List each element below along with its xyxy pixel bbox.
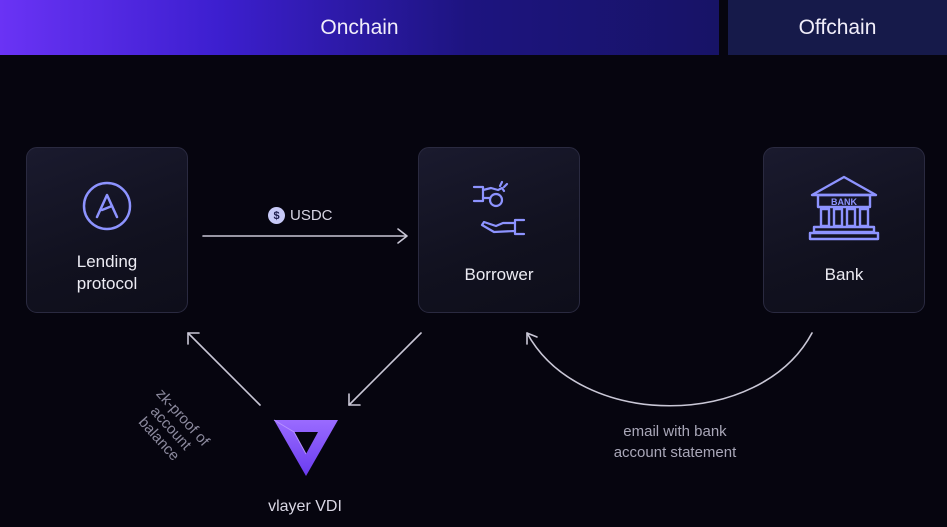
bank-node: BANK Bank [763, 147, 925, 313]
usdc-arrow [202, 228, 408, 244]
borrower-node: Borrower [418, 147, 580, 313]
borrower-label: Borrower [464, 265, 534, 284]
email-label: email with bank account statement [613, 423, 737, 461]
bank-label: Bank [824, 265, 864, 284]
lending-protocol-node: Lending protocol [26, 147, 188, 313]
usdc-edge-label: $ USDC [268, 207, 333, 224]
usdc-label: USDC [290, 207, 333, 224]
vlayer-label: vlayer VDI [268, 498, 342, 515]
offchain-label: Offchain [798, 15, 877, 39]
onchain-header: Onchain [0, 0, 719, 55]
zk-proof-arrow [187, 332, 261, 406]
handshake-icon [472, 180, 526, 236]
aave-icon [82, 181, 132, 231]
borrower-to-vlayer-arrow [348, 332, 422, 406]
lending-protocol-label: Lending protocol [76, 252, 138, 293]
bank-sign-text: BANK [831, 197, 857, 207]
usdc-coin-icon: $ [268, 207, 285, 224]
onchain-label: Onchain [320, 15, 399, 39]
bank-building-icon: BANK [808, 175, 880, 241]
email-arrow [526, 332, 813, 407]
vlayer-logo [273, 419, 338, 476]
offchain-header: Offchain [728, 0, 947, 55]
